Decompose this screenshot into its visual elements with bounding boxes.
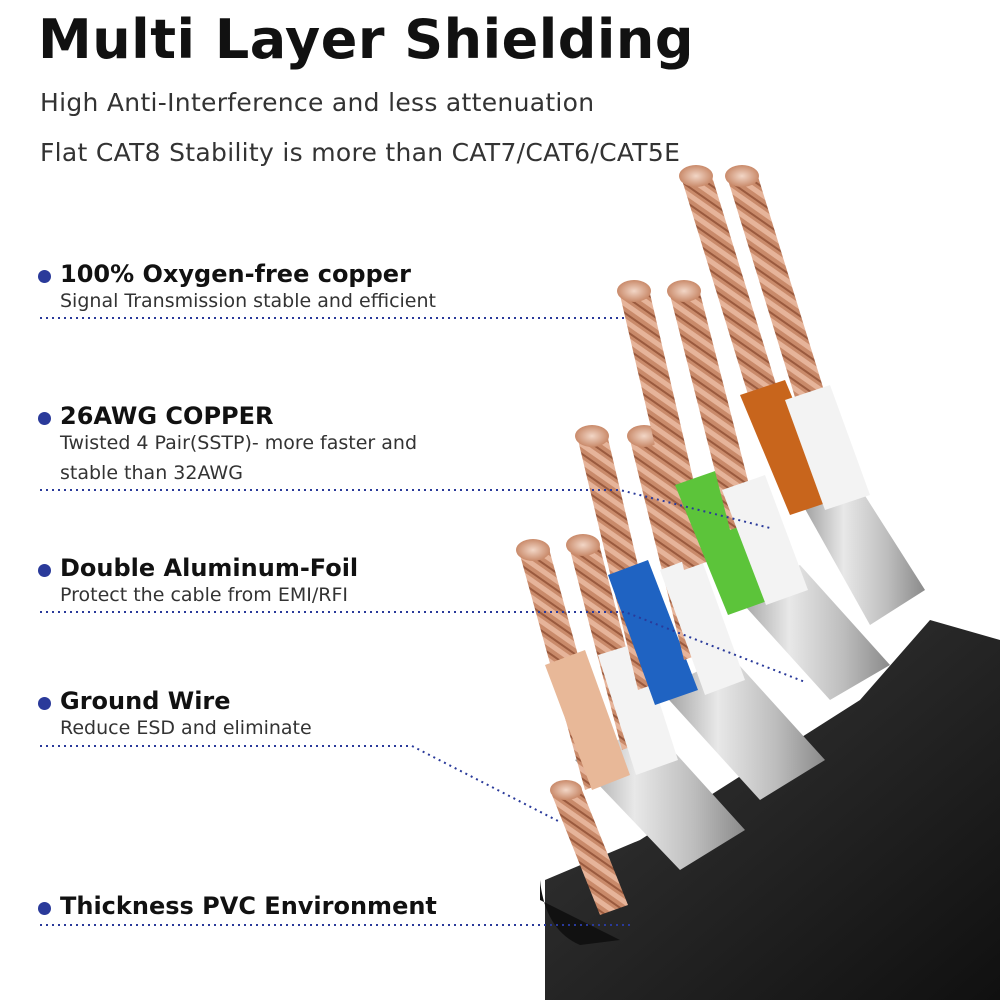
feature-title: Thickness PVC Environment	[60, 892, 437, 920]
bullet-dot	[38, 270, 51, 283]
bullet-dot	[38, 412, 51, 425]
feature-description: Twisted 4 Pair(SSTP)- more faster and	[60, 432, 418, 454]
feature-description: Reduce ESD and eliminate	[60, 717, 312, 739]
wire-pair-blue	[575, 425, 745, 705]
feature-description: Signal Transmission stable and efficient	[60, 290, 436, 312]
feature-title: Double Aluminum-Foil	[60, 554, 359, 582]
feature-description-line2: stable than 32AWG	[60, 462, 243, 484]
subtitle-attenuation: High Anti-Interference and less attenuat…	[40, 88, 595, 117]
bullet-dot	[38, 902, 51, 915]
leader-lines	[40, 317, 806, 926]
feature-title: Ground Wire	[60, 687, 231, 715]
bullet-dot	[38, 697, 51, 710]
ground-wire	[550, 780, 628, 915]
pvc-jacket	[545, 620, 1000, 1000]
bullet-dot	[38, 564, 51, 577]
wire-pair-orange	[679, 165, 870, 515]
wire-pair-green	[617, 280, 808, 615]
wire-pair-brown	[516, 534, 678, 790]
page-title: Multi Layer Shielding	[38, 8, 694, 71]
subtitle-stability: Flat CAT8 Stability is more than CAT7/CA…	[40, 138, 681, 167]
feature-title: 100% Oxygen-free copper	[60, 260, 411, 288]
feature-description: Protect the cable from EMI/RFI	[60, 584, 348, 606]
feature-title: 26AWG COPPER	[60, 402, 274, 430]
